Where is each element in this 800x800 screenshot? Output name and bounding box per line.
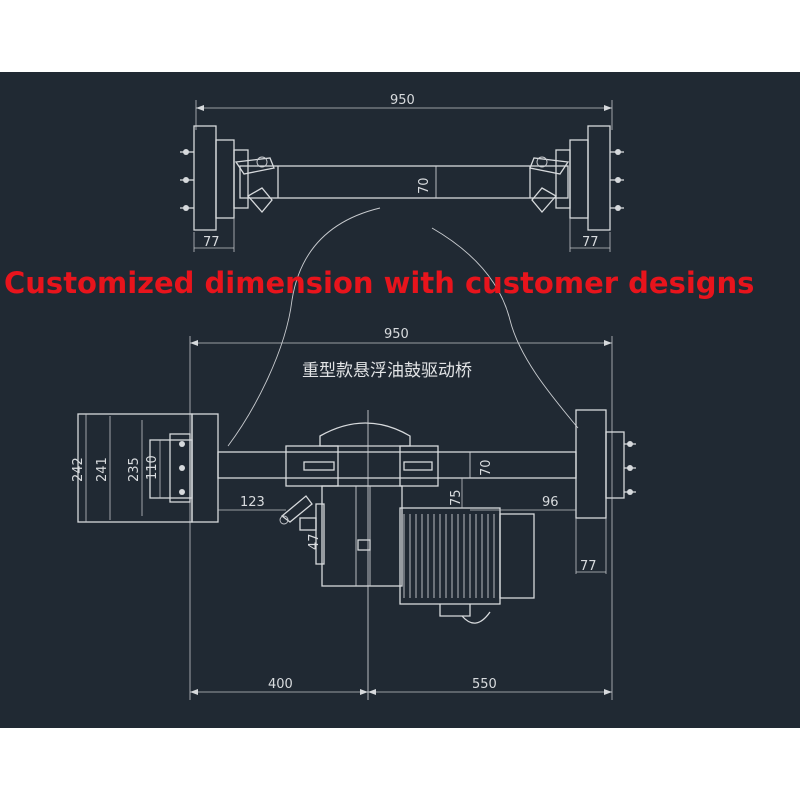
height-242-label: 242 <box>71 457 86 482</box>
lever-47-label: 47 <box>307 533 322 550</box>
bottom-axle-view: 950 重型款悬浮油鼓驱动桥 242 241 235 110 70 <box>71 327 636 700</box>
bottom-width-950-label: 950 <box>384 327 409 342</box>
height-110-label: 110 <box>145 455 160 480</box>
top-right-hub-77-label: 77 <box>582 235 599 250</box>
top-axle-70-label: 70 <box>417 177 432 194</box>
offset-75-label: 75 <box>449 489 464 506</box>
customization-banner: Customized dimension with customer desig… <box>4 266 754 300</box>
top-axle-view: 950 70 77 <box>180 93 624 252</box>
top-left-hub-77-label: 77 <box>203 235 220 250</box>
axle-70-label: 70 <box>479 459 494 476</box>
offset-550-label: 550 <box>472 677 497 692</box>
height-241-label: 241 <box>95 457 110 482</box>
drive-motor <box>399 507 535 624</box>
offset-123-label: 123 <box>240 495 265 510</box>
offset-96-label: 96 <box>542 495 559 510</box>
right-brake-cable <box>431 227 579 429</box>
top-width-950-label: 950 <box>390 93 415 108</box>
drawing-background <box>0 72 800 728</box>
height-235-label: 235 <box>127 457 142 482</box>
product-title: 重型款悬浮油鼓驱动桥 <box>302 361 472 381</box>
offset-400-label: 400 <box>268 677 293 692</box>
top-left-hub <box>180 125 275 231</box>
hub-77-label: 77 <box>580 559 597 574</box>
left-brake-cable <box>227 207 381 447</box>
top-right-hub <box>529 125 624 231</box>
